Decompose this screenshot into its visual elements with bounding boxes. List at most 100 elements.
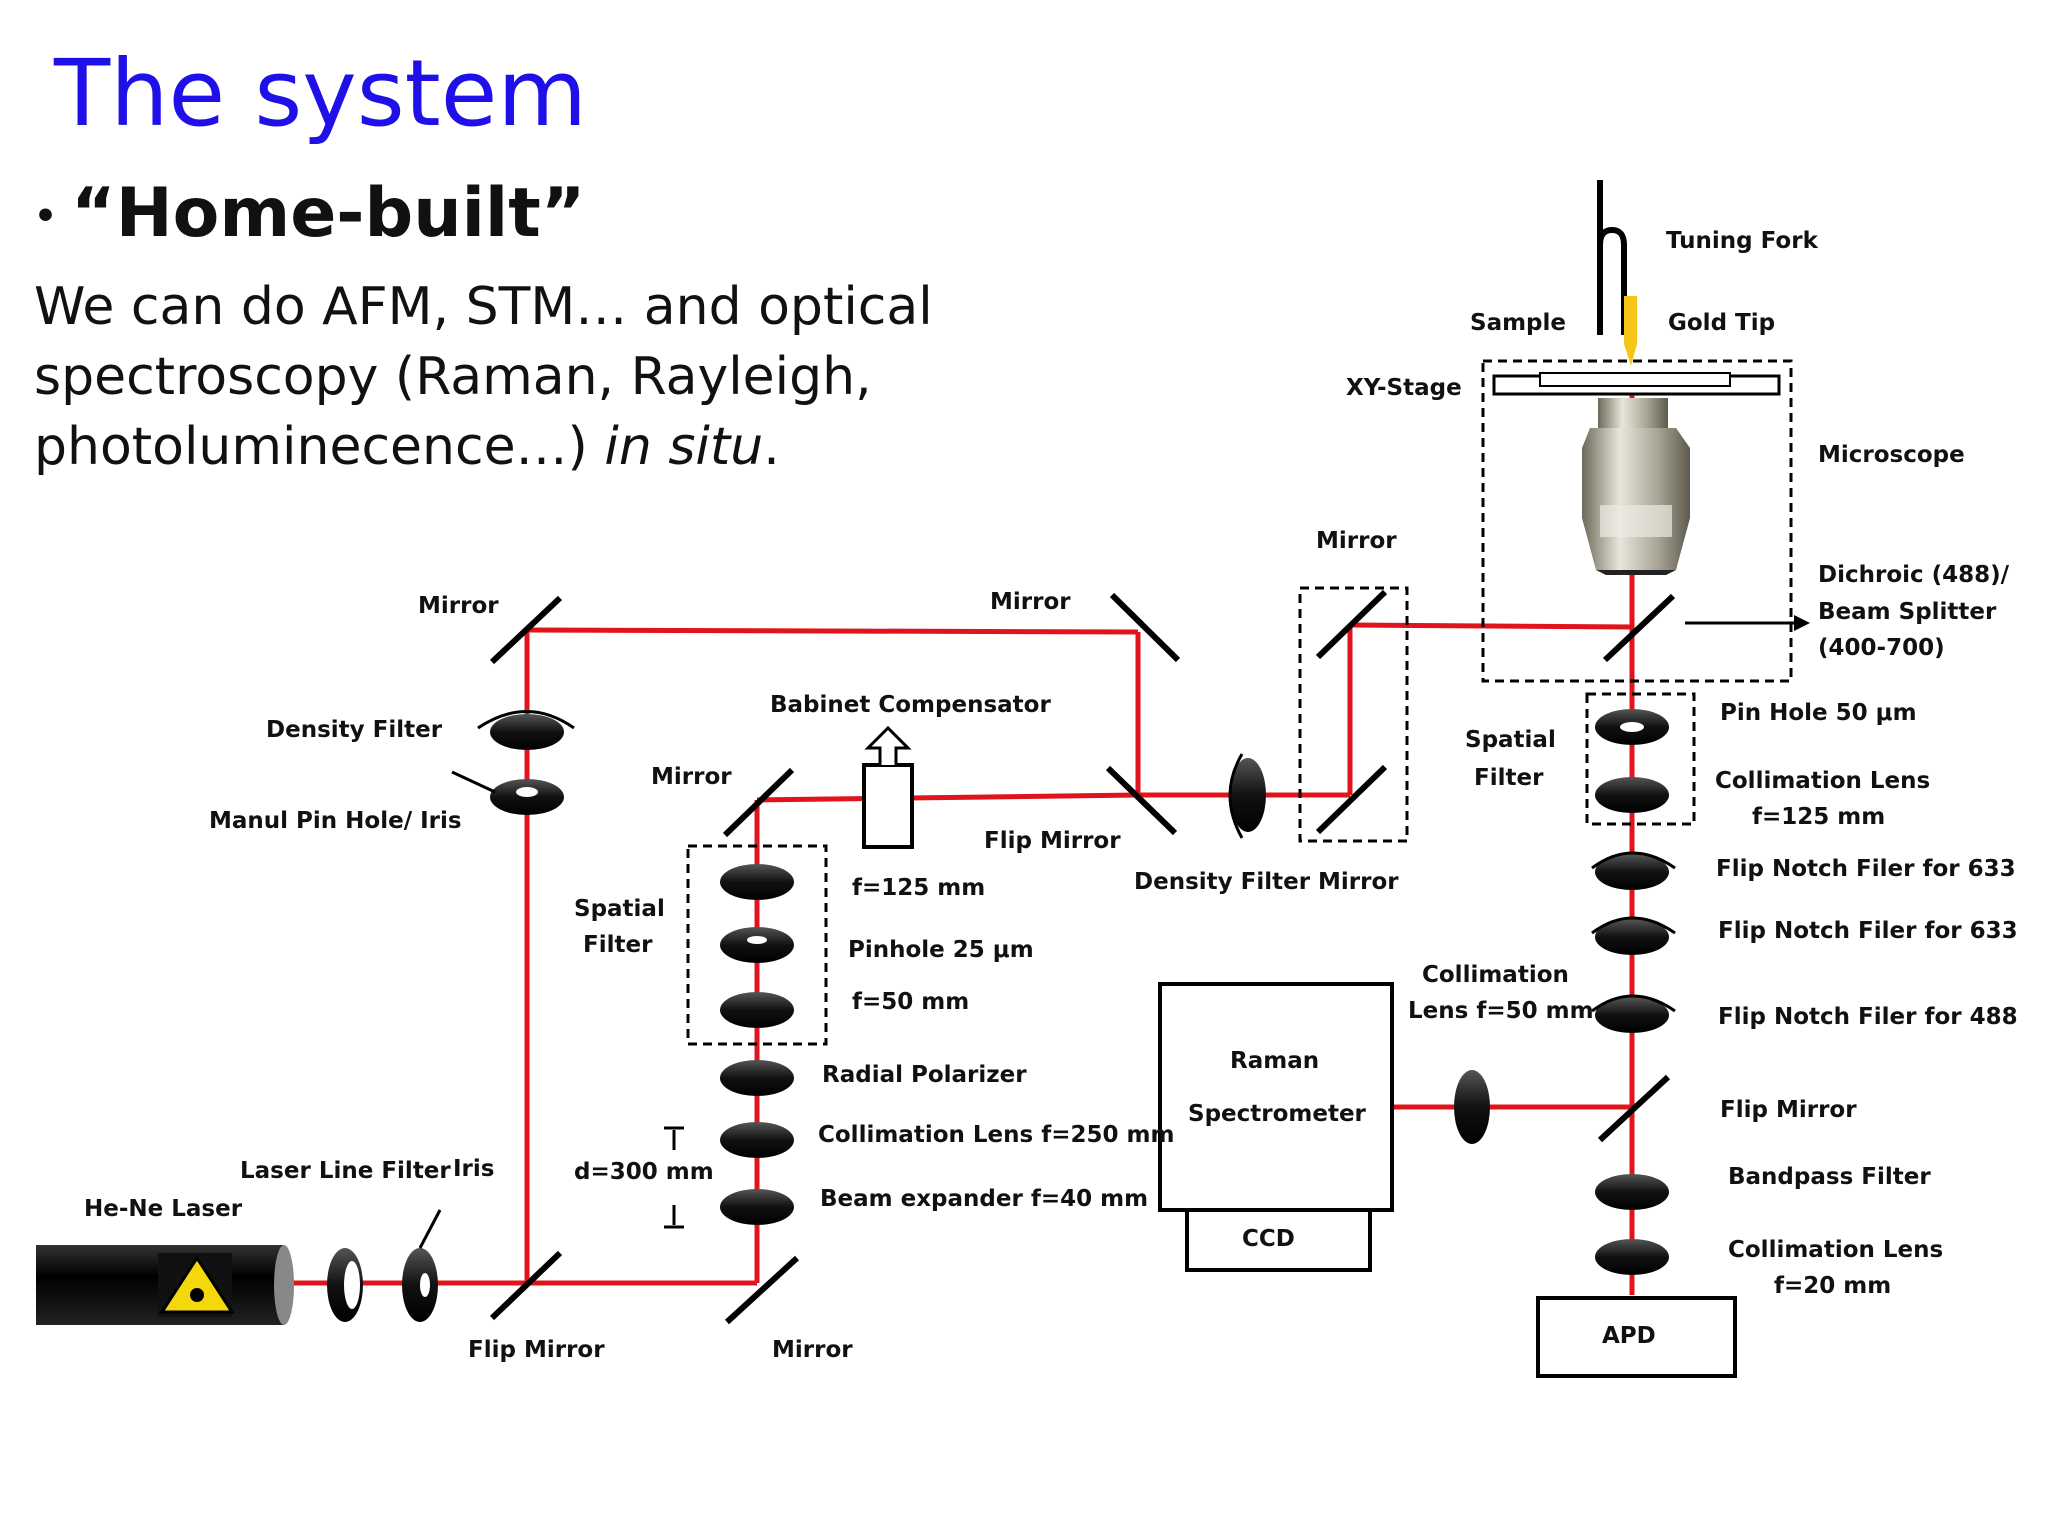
bullet-text: “Home-built”: [71, 174, 586, 253]
density-filter-mid-icon: [1228, 753, 1266, 839]
label-flip-notch-633-a: Flip Notch Filer for 633: [1716, 856, 2016, 882]
collimation-lens-250-icon: [720, 1122, 794, 1158]
slide-title: The system: [54, 40, 587, 147]
manual-pinhole-iris-icon: [451, 770, 564, 815]
label-mirror-mid-bottom: Mirror: [1318, 869, 1399, 895]
description-italic: in situ: [604, 417, 764, 477]
density-filter-left-icon: [477, 710, 575, 750]
label-mirror-bottom: Mirror: [772, 1337, 853, 1363]
lens-f50-icon: [720, 992, 794, 1028]
label-collimation-20-1: Collimation Lens: [1728, 1237, 1943, 1263]
label-pinhole-50: Pin Hole 50 μm: [1720, 700, 1917, 726]
description: We can do AFM, STM… and optical spectros…: [34, 272, 934, 482]
collimation-lens-125-icon: [1595, 777, 1669, 813]
ccd-box: [1185, 1208, 1372, 1272]
label-spatial-filter-left-1: Spatial: [574, 896, 665, 922]
label-hene-laser: He-Ne Laser: [84, 1196, 243, 1222]
beam-segment-top: [526, 627, 1139, 635]
label-mirror-mid: Mirror: [651, 764, 732, 790]
label-sample: Sample: [1470, 310, 1566, 336]
label-f125: f=125 mm: [852, 875, 985, 901]
mirror-box-lower: [1315, 764, 1388, 835]
label-collimation-250: Collimation Lens f=250 mm: [818, 1122, 1174, 1148]
iris-icon: [402, 1209, 442, 1322]
flip-notch-633-a-icon: [1591, 851, 1676, 890]
label-density-filter-left: Density Filter: [266, 717, 443, 743]
collimation-lens-20-icon: [1595, 1239, 1669, 1275]
label-flip-mirror-mid: Flip Mirror: [984, 828, 1121, 854]
label-spatial-filter-left-2: Filter: [583, 932, 653, 958]
distance-arrow: [664, 1126, 684, 1229]
label-f50: f=50 mm: [852, 989, 969, 1015]
label-apd: APD: [1602, 1323, 1656, 1349]
flip-mirror-right: [1597, 1074, 1671, 1143]
label-dichroic-2: Beam Splitter: [1818, 599, 1997, 625]
label-dichroic-3: (400-700): [1818, 635, 1945, 661]
flip-notch-633-b-icon: [1591, 916, 1676, 955]
label-pinhole-25: Pinhole 25 μm: [848, 937, 1034, 963]
mirror-top-mid: [1109, 592, 1181, 663]
pinhole-50-icon: [1595, 709, 1669, 745]
spatial-filter-left-box: [686, 844, 828, 1046]
label-flip-notch-633-b: Flip Notch Filer for 633: [1718, 918, 2018, 944]
label-babinet: Babinet Compensator: [770, 692, 1051, 718]
label-microscope: Microscope: [1818, 442, 1965, 468]
label-raman-2: Spectrometer: [1188, 1101, 1367, 1127]
label-collimation-20-2: f=20 mm: [1774, 1273, 1891, 1299]
raman-spectrometer-box: [1158, 982, 1394, 1212]
label-collimation-lens-125-1: Collimation Lens: [1715, 768, 1930, 794]
gold-tip: [1624, 296, 1637, 366]
mirror-mid-left: [722, 767, 795, 838]
hene-laser-icon: [36, 1245, 294, 1325]
label-collimation-lens-50-2: Lens f=50 mm: [1408, 998, 1594, 1024]
label-spatial-filter-right-1: Spatial: [1465, 727, 1556, 753]
label-raman-1: Raman: [1230, 1048, 1319, 1074]
mirror-box: [1298, 586, 1409, 843]
label-bandpass: Bandpass Filter: [1728, 1164, 1931, 1190]
beam-segment-babinet: [756, 792, 1139, 803]
apd-box: [1536, 1296, 1737, 1378]
output-arrow: [1685, 615, 1810, 631]
mirror-box-upper: [1315, 589, 1388, 660]
flip-mirror-mid: [1105, 765, 1178, 836]
bandpass-filter-icon: [1595, 1174, 1669, 1210]
label-spatial-filter-right-2: Filter: [1474, 765, 1544, 791]
objective-lens-icon: [1582, 398, 1690, 575]
babinet-compensator-icon: [862, 725, 914, 849]
label-collimation-lens-125-2: f=125 mm: [1752, 804, 1885, 830]
label-xy-stage: XY-Stage: [1346, 375, 1462, 401]
lens-f125-icon: [720, 864, 794, 900]
sample-slide: [1539, 372, 1731, 387]
dichroic-mirror: [1602, 593, 1676, 663]
beam-segment-to-dichroic: [1349, 622, 1633, 630]
mirror-top-left: [489, 595, 563, 665]
label-laser-line-filter: Laser Line Filter: [240, 1158, 451, 1184]
flip-mirror-bottom: [489, 1250, 563, 1321]
label-radial-polarizer: Radial Polarizer: [822, 1062, 1027, 1088]
label-dichroic-1: Dichroic (488)/: [1818, 562, 2010, 588]
label-gold-tip: Gold Tip: [1668, 310, 1775, 336]
laser-line-filter-icon: [327, 1248, 363, 1322]
description-end: .: [763, 417, 780, 477]
label-tuning-fork: Tuning Fork: [1666, 228, 1819, 254]
mirror-bottom: [724, 1255, 800, 1325]
label-iris: Iris: [453, 1156, 494, 1182]
label-mirror-top-right: Mirror: [1316, 528, 1397, 554]
spatial-filter-right-box: [1585, 692, 1696, 826]
label-flip-mirror-right: Flip Mirror: [1720, 1097, 1857, 1123]
tuning-fork: [1597, 180, 1627, 335]
label-collimation-lens-50-1: Collimation: [1422, 962, 1569, 988]
label-manual-pinhole: Manul Pin Hole/ Iris: [209, 808, 462, 834]
radial-polarizer-icon: [720, 1060, 794, 1096]
label-mirror-left-top: Mirror: [418, 593, 499, 619]
bullet-dot: •: [34, 196, 58, 238]
xy-stage-box: [1481, 359, 1793, 683]
description-main: We can do AFM, STM… and optical spectros…: [34, 277, 933, 477]
label-beam-expander: Beam expander f=40 mm: [820, 1186, 1148, 1212]
label-d300: d=300 mm: [574, 1159, 714, 1185]
label-flip-notch-488: Flip Notch Filer for 488: [1718, 1004, 2018, 1030]
beam-expander-icon: [720, 1189, 794, 1225]
label-density-filter-mid: Density Filter: [1134, 869, 1311, 895]
collimation-lens-50-icon: [1454, 1070, 1490, 1144]
